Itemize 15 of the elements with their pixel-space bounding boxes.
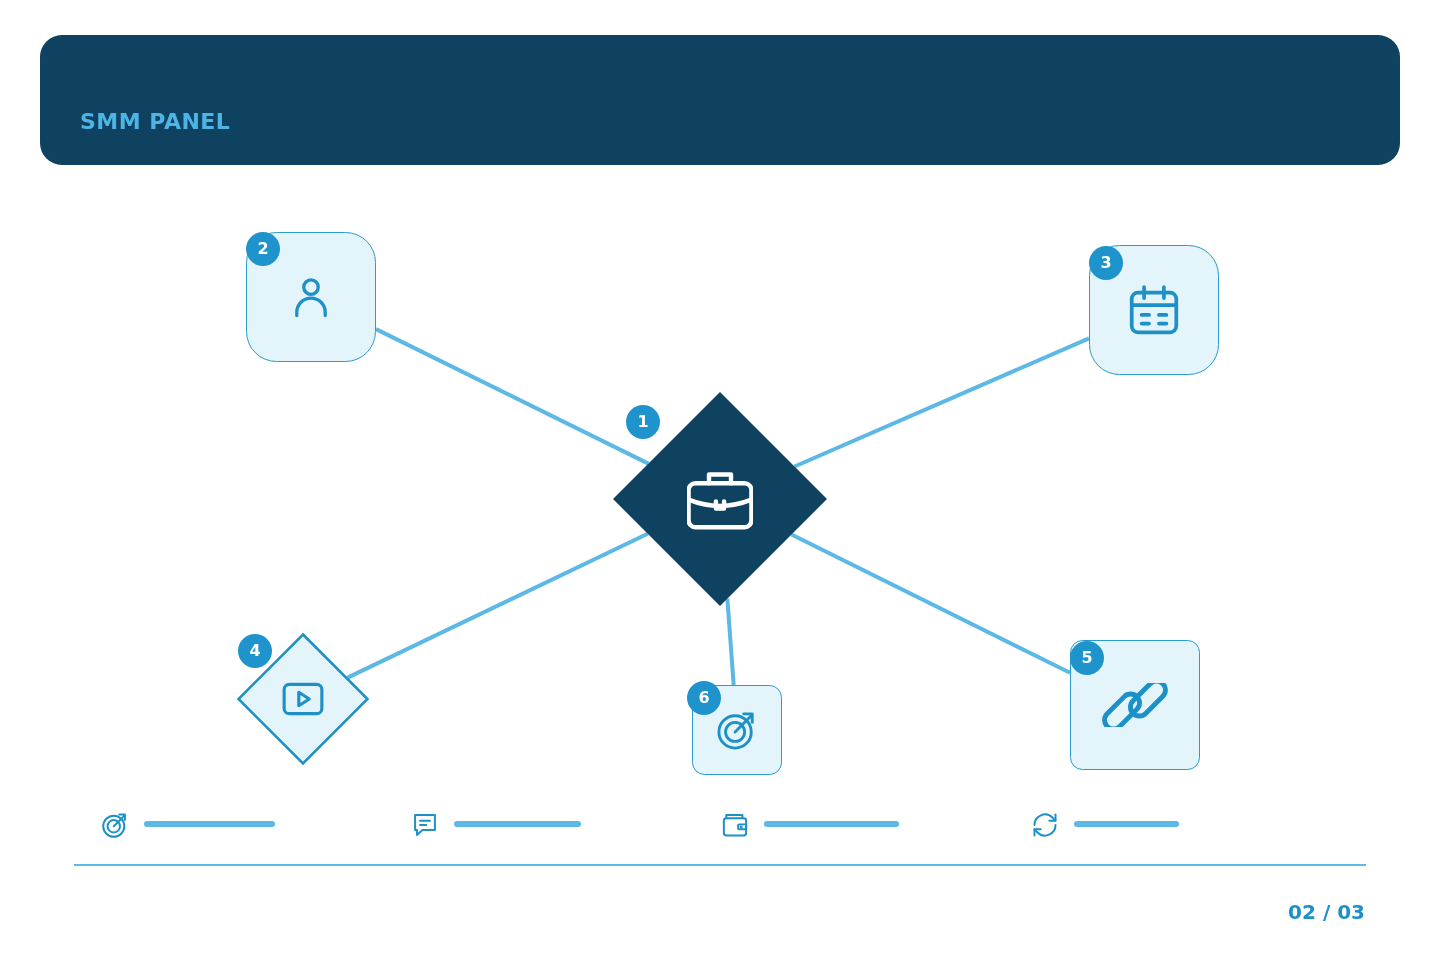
rounded-box xyxy=(1070,640,1200,770)
connector-line xyxy=(793,336,1090,469)
diamond-node xyxy=(237,633,369,765)
rounded-box xyxy=(246,232,376,362)
diamond-node xyxy=(613,392,827,606)
connector-line xyxy=(725,598,736,686)
step-number: 4 xyxy=(238,634,272,668)
rounded-box xyxy=(1089,245,1219,375)
connector-line xyxy=(790,532,1071,675)
header-title: SMM PANEL xyxy=(80,109,231,135)
page-number: 02 / 03 xyxy=(1288,900,1365,924)
step-number: 1 xyxy=(626,405,660,439)
step-number: 6 xyxy=(687,681,721,715)
connector-line xyxy=(375,327,650,466)
connector-line xyxy=(346,531,649,680)
